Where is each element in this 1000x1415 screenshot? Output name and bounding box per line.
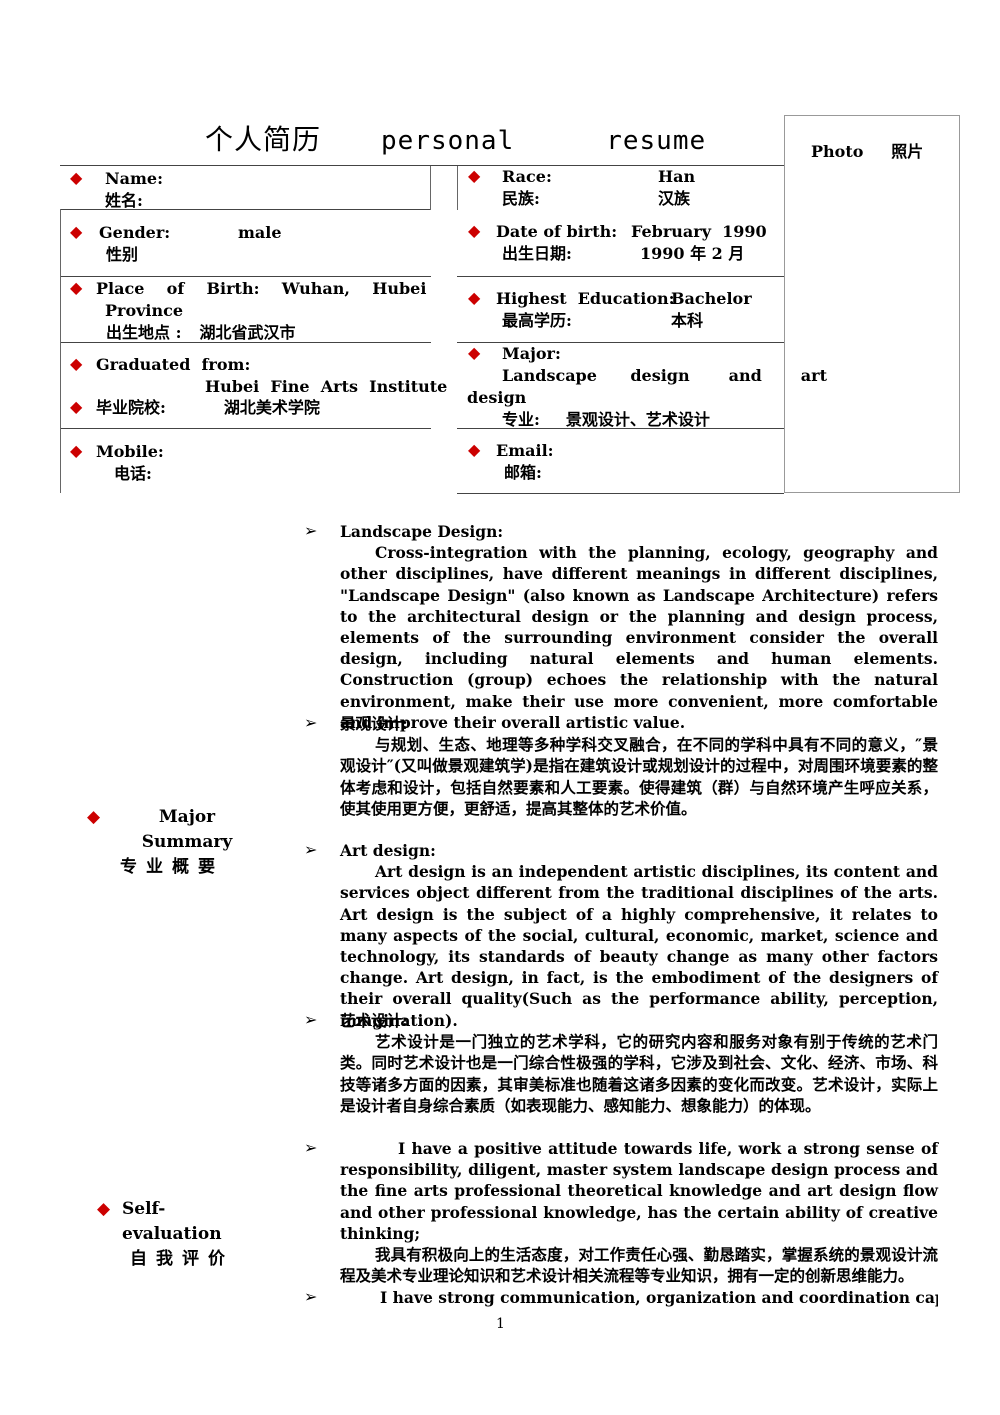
arrow-bullet-icon: ➢ (304, 1010, 318, 1029)
diamond-icon: ◆ (70, 222, 83, 241)
table-top-line (60, 165, 784, 166)
dob-label: Date of birth: 出生日期: (496, 222, 618, 263)
arrow-bullet-icon: ➢ (304, 713, 318, 732)
diamond-icon: ◆ (70, 397, 83, 416)
photo-label: Photo 照片 (811, 142, 924, 161)
summary-art-en: Art design: Art design is an independent… (340, 841, 938, 1030)
diamond-icon: ◆ (70, 278, 83, 297)
row-line-2-left (60, 276, 431, 277)
race-label: Race: 民族: (502, 167, 552, 208)
diamond-icon: ◆ (468, 221, 481, 240)
title-cn: 个人简历 (205, 123, 322, 156)
col-divider-1 (430, 166, 431, 210)
mobile-label: Mobile: 电话: (96, 442, 164, 483)
title-en: personal resume (381, 126, 707, 156)
pob-label: Place of Birth: Wuhan, Hubei Province 出生… (96, 279, 427, 342)
diamond-icon: ◆ (468, 288, 481, 307)
diamond-icon: ◆ (468, 343, 481, 362)
major-label: Major: Landscape design and art design 专… (467, 344, 827, 429)
row-line-3-left (60, 342, 431, 343)
diamond-icon: ◆ (97, 1199, 111, 1219)
dob-value: February 1990 1990 年 2 月 (631, 222, 767, 263)
diamond-icon: ◆ (468, 166, 481, 185)
edu-value: Bachelor 本科 (671, 289, 752, 330)
edu-label: Highest Education: 最高学历: (496, 289, 675, 330)
row-line-2-right (457, 276, 784, 277)
gender-label: Gender: 性别 (99, 223, 171, 264)
diamond-icon: ◆ (70, 354, 83, 373)
grad-cn-label: 毕业院校:湖北美术学院 (96, 398, 320, 417)
gender-value: male (238, 223, 282, 242)
summary-art-cn: 艺术设计: 艺术设计是一门独立的艺术学科，它的研究内容和服务对象有别于传统的艺术… (340, 1011, 938, 1115)
arrow-bullet-icon: ➢ (304, 1138, 318, 1157)
summary-landscape-en: Landscape Design: Cross-integration with… (340, 522, 938, 732)
page-number: 1 (496, 1316, 505, 1332)
diamond-icon: ◆ (70, 441, 83, 460)
arrow-bullet-icon: ➢ (304, 1287, 318, 1306)
row-line-1-left (60, 209, 431, 210)
row-line-4-right (457, 428, 784, 429)
self-eval-label: Self-evaluation 自我评价 (122, 1199, 234, 1269)
row-line-3-right (457, 342, 784, 343)
arrow-bullet-icon: ➢ (304, 840, 318, 859)
left-border (60, 209, 61, 493)
race-value: Han 汉族 (658, 167, 696, 208)
diamond-icon: ◆ (70, 168, 83, 187)
diamond-icon: ◆ (468, 440, 481, 459)
col-divider-2 (457, 166, 458, 210)
row-line-5-right (457, 493, 784, 494)
eval-paragraph-2: I have strong communication, organizatio… (380, 1288, 938, 1307)
eval-paragraph-1: I have a positive attitude towards life,… (340, 1139, 938, 1286)
major-summary-label: Major Summary 专业概要 (120, 807, 233, 877)
arrow-bullet-icon: ➢ (304, 521, 318, 540)
email-label: Email: 邮箱: (496, 441, 554, 482)
row-line-4-left (60, 428, 431, 429)
name-label: Name: 姓名: (105, 169, 164, 210)
diamond-icon: ◆ (87, 807, 101, 827)
page-title: 个人简历 personal resume (205, 118, 706, 158)
grad-label: Graduated from: Hubei Fine Arts Institut… (96, 355, 448, 396)
photo-box (784, 115, 960, 493)
summary-landscape-cn: 景观设计: 与规划、生态、地理等多种学科交叉融合，在不同的学科中具有不同的意义，… (340, 714, 938, 818)
